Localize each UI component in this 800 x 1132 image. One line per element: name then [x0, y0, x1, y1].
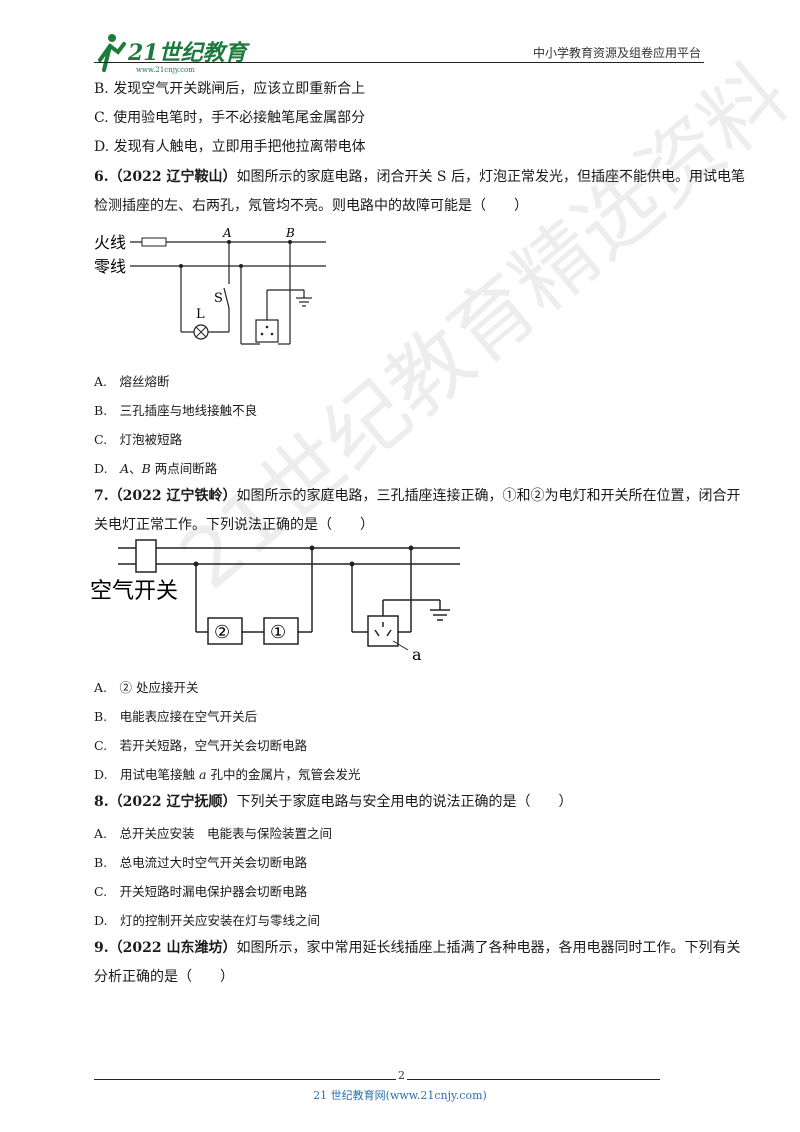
q6-live-label: 火线: [94, 233, 126, 252]
q7-circuit-diagram: 空气开关 ② ① a: [90, 539, 460, 664]
q9-stem-line1: 9.（2022 山东潍坊）如图所示，家中常用延长线插座上插满了各种电器，各用电器…: [94, 939, 740, 957]
q7-source: （2022 辽宁铁岭）: [108, 488, 237, 504]
q7-box-2: [207, 617, 243, 645]
q6-option-d-a: A: [120, 461, 130, 476]
header-right-text: 中小学教育资源及组卷应用平台: [532, 46, 701, 60]
header-divider: [94, 62, 704, 63]
q7-option-d: D. 用试电笔接触 a 孔中的金属片，氖管会发光: [94, 764, 360, 783]
q6-option-d-b: B: [141, 461, 151, 476]
logo-url: www.21cnjy.com: [136, 66, 195, 74]
footer-divider: [94, 1079, 660, 1080]
q8-option-b: B. 总电流过大时空气开关会切断电路: [94, 855, 308, 870]
q8-stem-line1: 8.（2022 辽宁抚顺）下列关于家庭电路与安全用电的说法正确的是（ ）: [94, 793, 572, 811]
q6-lamp-label: L: [196, 307, 205, 322]
q6-stem-line2: 检测插座的左、右两孔，氖管均不亮。则电路中的故障可能是（ ）: [94, 198, 528, 214]
q8-source: （2022 辽宁抚顺）: [108, 794, 237, 810]
q6-switch: [223, 287, 230, 309]
q7-box-1-label: ①: [270, 622, 286, 643]
q7-text1: 如图所示的家庭电路，三孔插座连接正确，①和②为电灯和开关所在位置，闭合开: [236, 488, 741, 504]
q6-option-d-rest: 两点间断路: [150, 461, 218, 476]
q6-option-b: B. 三孔插座与地线接触不良: [94, 403, 258, 418]
footer-text: 21 世纪教育网(www.21cnjy.com): [313, 1089, 487, 1102]
q7-air-breaker: [135, 539, 157, 573]
q6-number: 6.: [94, 169, 109, 185]
q6-point-a: A: [222, 226, 232, 240]
q6-point-b: B: [285, 226, 295, 240]
q6-stem-line1: 6.（2022 辽宁鞍山）如图所示的家庭电路，闭合开关 S 后，灯泡正常发光，但…: [94, 168, 745, 186]
q7-box-1: [263, 617, 299, 645]
q7-box-2-label: ②: [214, 622, 230, 643]
q6-switch-label: S: [214, 291, 223, 306]
q7-option-c: C. 若开关短路，空气开关会切断电路: [94, 738, 308, 753]
logo-runner-icon: 21世纪教育 www.21cnjy.com: [98, 34, 251, 74]
q7-ground-icon: [430, 600, 450, 621]
q9-text1: 如图所示，家中常用延长线插座上插满了各种电器，各用电器同时工作。下列有关: [236, 940, 741, 956]
q6-option-a: A. 熔丝熔断: [94, 374, 170, 389]
q6-option-c: C. 灯泡被短路: [94, 432, 183, 447]
q7-stem-line1: 7.（2022 辽宁铁岭）如图所示的家庭电路，三孔插座连接正确，①和②为电灯和开…: [94, 487, 740, 505]
q7-option-a: A. ② 处应接开关: [94, 680, 199, 695]
q8-number: 8.: [94, 794, 109, 810]
prev-option-d: D. 发现有人触电，立即用手把他拉离带电体: [94, 139, 366, 155]
q7-breaker-label: 空气开关: [90, 579, 178, 604]
q8-text1: 下列关于家庭电路与安全用电的说法正确的是（ ）: [236, 794, 573, 810]
q6-option-d-prefix: D.: [94, 461, 121, 476]
page-number: 2: [396, 1069, 407, 1082]
q6-neutral-label: 零线: [94, 257, 126, 276]
q6-option-d-sep: 、: [129, 461, 142, 476]
q8-option-c: C. 开关短路时漏电保护器会切断电路: [94, 884, 308, 899]
q7-option-d-rest: 孔中的金属片，氖管会发光: [206, 767, 361, 782]
q6-source: （2022 辽宁鞍山）: [108, 169, 237, 185]
q7-number: 7.: [94, 488, 109, 504]
prev-option-c: C. 使用验电笔时，手不必接触笔尾金属部分: [94, 110, 366, 126]
q7-stem-line2: 关电灯正常工作。下列说法正确的是（ ）: [94, 517, 374, 533]
q7-option-b: B. 电能表应接在空气开关后: [94, 709, 258, 724]
prev-option-b: B. 发现空气开关跳闸后，应该立即重新合上: [94, 81, 366, 97]
q8-option-a: A. 总开关应安装 电能表与保险装置之间: [94, 826, 333, 841]
q7-option-d-prefix: D. 用试电笔接触: [94, 767, 200, 782]
logo-text: 21世纪教育: [127, 40, 251, 66]
q6-fuse: [141, 237, 167, 247]
q6-circuit-diagram: 火线 零线 A B L S: [94, 226, 326, 345]
q9-number: 9.: [94, 940, 109, 956]
q6-socket: [255, 319, 279, 343]
q7-point-a-label: a: [412, 645, 422, 664]
q9-source: （2022 山东潍坊）: [108, 940, 237, 956]
q6-option-d: D. A、B 两点间断路: [94, 458, 217, 477]
header-logo: 21世纪教育 www.21cnjy.com: [96, 30, 256, 74]
q6-ground-icon: [296, 290, 312, 307]
q7-option-d-a: a: [199, 767, 207, 782]
q9-stem-line2: 分析正确的是（ ）: [94, 969, 234, 985]
q6-text1: 如图所示的家庭电路，闭合开关 S 后，灯泡正常发光，但插座不能供电。用试电笔: [236, 169, 745, 185]
q8-option-d: D. 灯的控制开关应安装在灯与零线之间: [94, 913, 321, 928]
